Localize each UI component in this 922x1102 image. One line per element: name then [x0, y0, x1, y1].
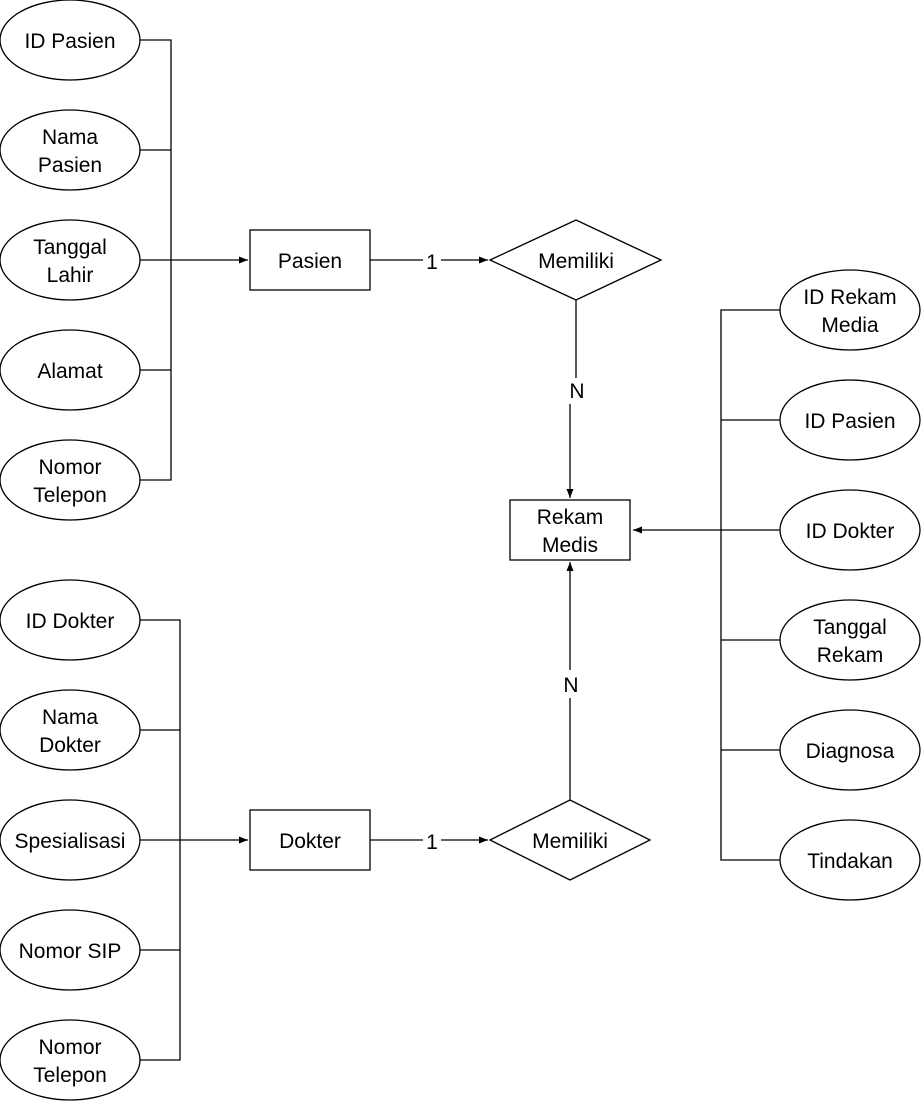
bottom-relationship-to-rekam-link: N — [563, 562, 579, 800]
dokter-attribute-label: ID Dokter — [26, 610, 115, 633]
pasien-attribute-label: Telepon — [33, 484, 107, 507]
rekam-attribute-label: ID Pasien — [804, 410, 895, 433]
dokter-attribute-label: Nomor SIP — [19, 940, 122, 963]
pasien-attribute-label: ID Pasien — [24, 30, 115, 53]
dokter-attribute-ellipse — [0, 579, 141, 661]
pasien-attribute-label: Alamat — [37, 360, 103, 383]
pasien-attribute-label: Tanggal — [33, 236, 107, 259]
pasien-attribute[interactable]: Alamat — [0, 329, 141, 411]
rekam-attribute-ellipse — [779, 489, 921, 571]
entity-pasien-label: Pasien — [278, 250, 342, 273]
entity-dokter-label: Dokter — [279, 830, 341, 853]
dokter-attribute[interactable]: ID Dokter — [0, 579, 141, 661]
cardinality-rekam-bottom: N — [563, 674, 578, 697]
cardinality-pasien: 1 — [426, 251, 438, 274]
rekam-attribute[interactable]: Tindakan — [779, 819, 921, 901]
entity-rekam-medis-label-line1: Rekam — [537, 506, 604, 529]
entity-rekam-medis[interactable]: Rekam Medis — [509, 499, 631, 561]
cardinality-rekam-top: N — [569, 380, 584, 403]
dokter-attribute[interactable]: Nomor SIP — [0, 909, 141, 991]
rekam-attribute-label: ID Dokter — [806, 520, 895, 543]
dokter-attribute-label: Nama — [42, 706, 98, 729]
relationship-top-label: Memiliki — [538, 250, 614, 273]
pasien-attribute-label: Lahir — [47, 264, 94, 287]
rekam-attribute-ellipse — [779, 819, 921, 901]
top-relationship-to-rekam-link: N — [566, 300, 585, 498]
cardinality-dokter: 1 — [426, 831, 438, 854]
rekam-attribute-label: Tindakan — [807, 850, 893, 873]
relationship-bottom[interactable]: Memiliki — [488, 799, 652, 881]
rekam-attribute-label: Diagnosa — [806, 740, 895, 763]
pasien-attribute-label: Nama — [42, 126, 98, 149]
dokter-attribute-label: Spesialisasi — [15, 830, 126, 853]
pasien-attribute-ellipse — [0, 109, 141, 191]
rekam-attribute-ellipse — [779, 379, 921, 461]
rekam-attribute-label: Rekam — [817, 644, 884, 667]
dokter-relationship-link: 1 — [370, 829, 488, 854]
dokter-attribute-ellipse — [0, 909, 141, 991]
pasien-attribute-group: ID PasienNamaPasienTanggalLahirAlamatNom… — [0, 0, 248, 521]
rekam-attribute-ellipse — [779, 599, 921, 681]
pasien-attribute[interactable]: ID Pasien — [0, 0, 141, 81]
pasien-attribute-label: Nomor — [38, 456, 101, 479]
relationship-top[interactable]: Memiliki — [488, 219, 663, 301]
dokter-attribute-label: Dokter — [39, 734, 101, 757]
dokter-attribute-label: Telepon — [33, 1064, 107, 1087]
pasien-attribute-ellipse — [0, 329, 141, 411]
dokter-attribute[interactable]: Spesialisasi — [0, 799, 141, 881]
rekam-attribute[interactable]: ID Dokter — [779, 489, 921, 571]
entity-rekam-medis-label-line2: Medis — [542, 534, 598, 557]
relationship-bottom-label: Memiliki — [532, 830, 608, 853]
pasien-attribute-ellipse — [0, 219, 141, 301]
pasien-relationship-link: 1 — [370, 249, 488, 274]
entity-dokter[interactable]: Dokter — [249, 809, 371, 871]
pasien-attribute-ellipse — [0, 0, 141, 81]
pasien-attribute-ellipse — [0, 439, 141, 521]
rekam-attribute[interactable]: Diagnosa — [779, 709, 921, 791]
rekam-attribute[interactable]: ID Pasien — [779, 379, 921, 461]
pasien-attribute-label: Pasien — [38, 154, 102, 177]
dokter-attribute-ellipse — [0, 689, 141, 771]
rekam-attribute-label: Tanggal — [813, 616, 887, 639]
dokter-attribute-ellipse — [0, 799, 141, 881]
rekam-attribute-ellipse — [779, 709, 921, 791]
dokter-attribute-ellipse — [0, 1019, 141, 1101]
rekam-attribute-label: ID Rekam — [803, 286, 896, 309]
rekam-attribute-ellipse — [779, 269, 921, 351]
entity-pasien[interactable]: Pasien — [249, 229, 371, 291]
dokter-attribute-label: Nomor — [38, 1036, 101, 1059]
rekam-attribute-label: Media — [821, 314, 879, 337]
